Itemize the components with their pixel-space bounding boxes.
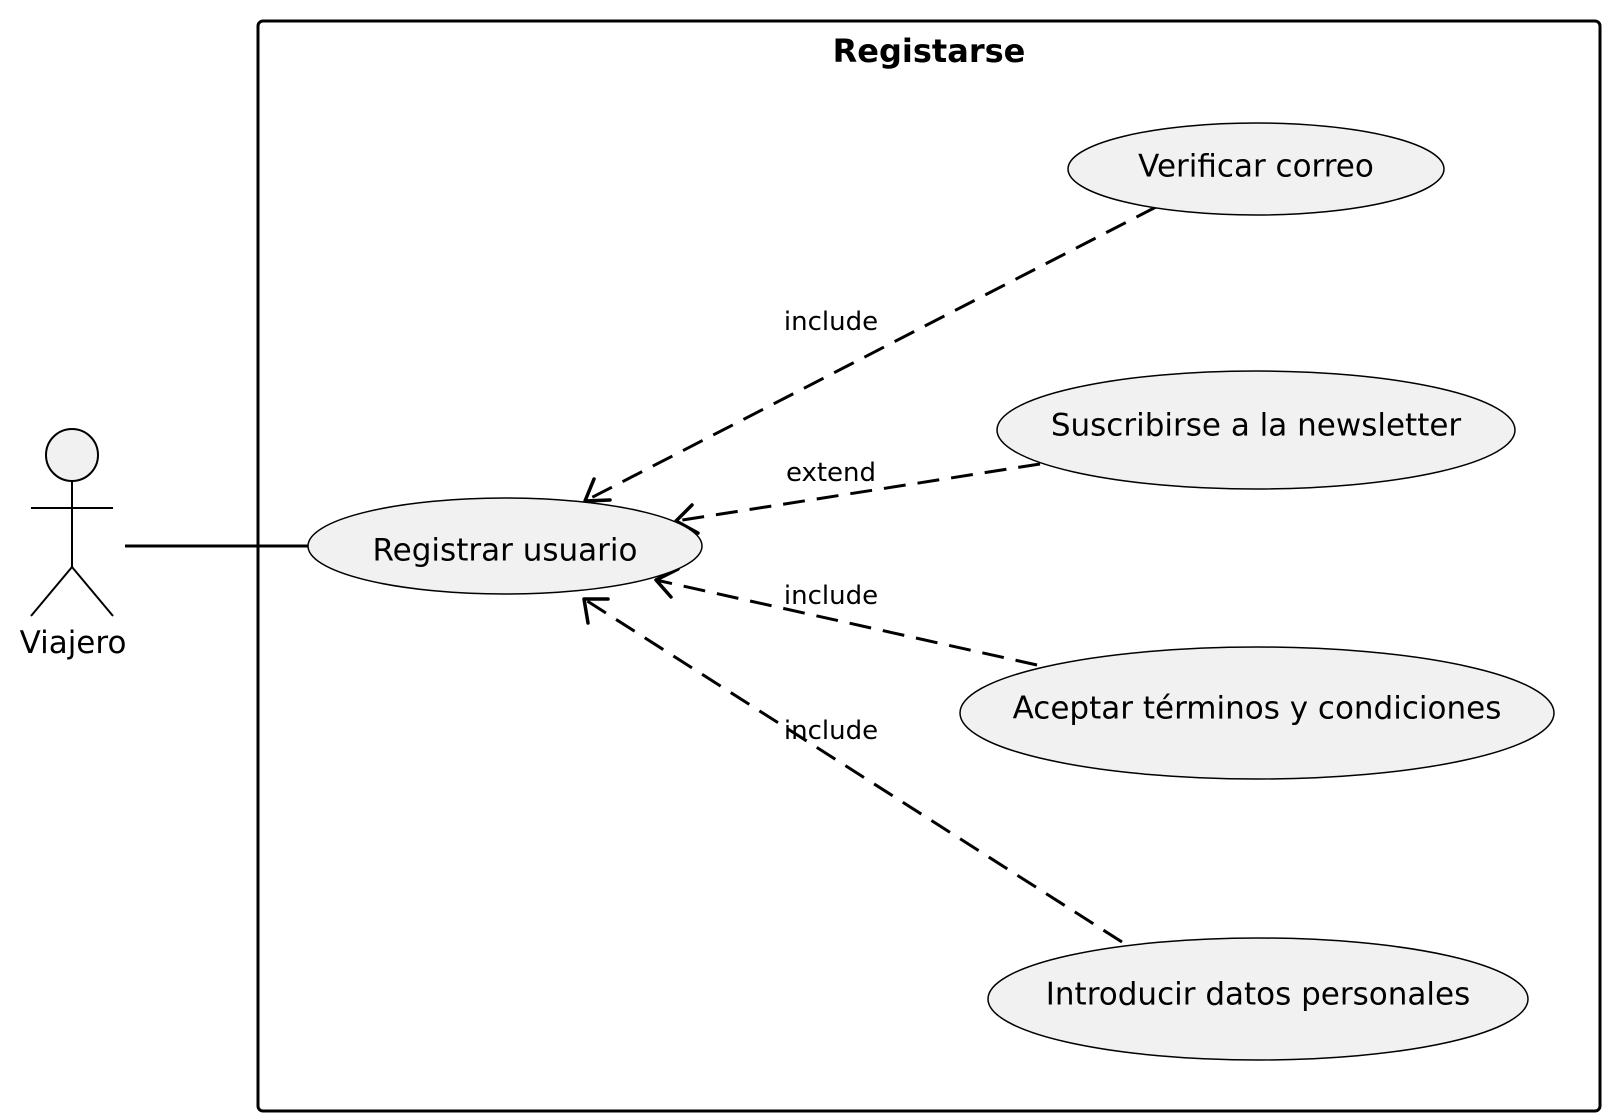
relation-line-newsletter (675, 462, 1041, 523)
use-case-shape (987, 937, 1529, 1061)
system-title: Registarse (833, 32, 1026, 70)
use-case-label: Registrar usuario (373, 533, 638, 569)
use-case-label: Introducir datos personales (1046, 977, 1470, 1013)
relation-line-verify (584, 205, 1157, 503)
actor-label: Viajero (20, 625, 127, 661)
use-case-registrar-usuario[interactable]: Registrar usuario (307, 497, 703, 595)
use-case-shape (307, 497, 703, 595)
actor-viajero[interactable]: Viajero (20, 428, 127, 661)
relation-line-personal (583, 597, 1123, 944)
arrowhead-newsletter (674, 503, 700, 535)
use-case-introducir-datos[interactable]: Introducir datos personales (987, 937, 1529, 1061)
arrowhead-personal (582, 597, 610, 625)
system-boundary (256, 19, 1602, 1113)
use-case-aceptar-terminos[interactable]: Aceptar términos y condiciones (959, 646, 1555, 780)
use-case-shape (959, 646, 1555, 780)
relation-label-newsletter: extend (786, 458, 876, 488)
relation-line-terms (655, 578, 1038, 667)
actor-right-leg (71, 566, 114, 617)
use-case-label: Verificar correo (1138, 149, 1374, 185)
use-case-label: Suscribirse a la newsletter (1051, 408, 1462, 444)
relation-label-verify: include (784, 307, 878, 337)
use-case-label: Aceptar términos y condiciones (1013, 691, 1502, 727)
use-case-verificar-correo[interactable]: Verificar correo (1067, 122, 1445, 216)
use-case-shape (1067, 122, 1445, 216)
use-case-suscribirse-newsletter[interactable]: Suscribirse a la newsletter (996, 370, 1516, 490)
arrowhead-verify (583, 477, 612, 503)
relation-label-terms: include (784, 581, 878, 611)
use-case-shape (996, 370, 1516, 490)
actor-head (45, 428, 99, 482)
relation-label-personal: include (784, 716, 878, 746)
actor-left-leg (30, 566, 73, 617)
